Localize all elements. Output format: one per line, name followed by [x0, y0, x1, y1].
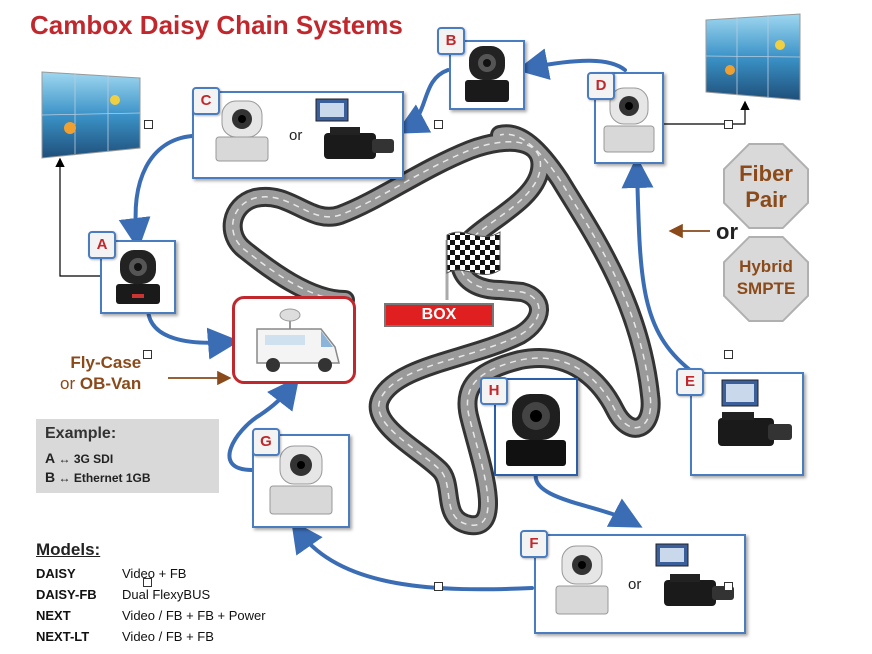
model-row: DAISY Video + FB [36, 566, 186, 587]
example-key: A [45, 450, 56, 466]
or-connector: or [716, 219, 738, 244]
output-arrow [55, 100, 750, 277]
camcorder-icon [718, 379, 792, 446]
anchor-square [434, 120, 443, 129]
node-a-label: A [88, 231, 116, 259]
anchor-square [144, 120, 153, 129]
example-key: B [45, 469, 56, 485]
ptz-camera-icon [116, 250, 160, 304]
page-title: Cambox Daisy Chain Systems [30, 10, 403, 40]
model-name: DAISY-FB [36, 587, 97, 602]
models-list: Models: DAISY Video + FB DAISY-FB Dual F… [36, 540, 266, 650]
pit-box-sign: BOX [384, 303, 494, 327]
model-desc: Video + FB [122, 566, 187, 581]
ptz-camera-icon [465, 46, 509, 102]
model-row: NEXT-LT Video / FB + FB [36, 629, 214, 650]
node-a-frame [100, 240, 176, 314]
node-f-or: or [628, 576, 642, 593]
model-desc: Dual FlexyBUS [122, 587, 211, 602]
fiber-pair-text: Fiber Pair [739, 161, 793, 212]
anchor-square [434, 582, 443, 591]
anchor-square [724, 582, 733, 591]
hybrid-smpte-text: Hybrid SMPTE [736, 257, 796, 298]
anchor-square [143, 350, 152, 359]
node-h-label: H [480, 377, 508, 405]
models-heading: Models: [36, 540, 101, 559]
race-track [222, 124, 661, 536]
example-desc: Ethernet 1GB [73, 471, 151, 485]
node-b-label: B [437, 27, 465, 55]
fly-case-text: Fly-Case [70, 353, 142, 372]
example-legend: Example: A ↔ 3G SDI B ↔ Ethernet 1GB [36, 419, 219, 493]
model-name: NEXT-LT [36, 629, 90, 644]
video-wall-icon [705, 13, 801, 101]
ptz-camera-icon [215, 100, 269, 162]
model-row: NEXT Video / FB + FB + Power [36, 608, 266, 629]
node-c-label: C [192, 87, 220, 115]
node-e-frame [690, 372, 804, 476]
example-row: A ↔ 3G SDI [45, 450, 113, 466]
ob-van-text: OB-Van [79, 374, 142, 393]
ptz-camera-icon [555, 545, 609, 615]
node-g-label: G [252, 428, 280, 456]
example-row: B ↔ Ethernet 1GB [45, 469, 151, 485]
node-d-label: D [587, 72, 615, 100]
node-e-label: E [676, 368, 704, 396]
ob-van-icon [256, 308, 340, 372]
model-desc: Video / FB + FB + Power [122, 608, 266, 623]
example-heading: Example: [45, 425, 117, 442]
ptz-camera-icon [506, 394, 566, 466]
model-desc: Video / FB + FB [122, 629, 214, 644]
video-wall-icon [41, 71, 141, 159]
chain-links [118, 48, 692, 592]
fly-case-label: Fly-Case or OB-Van [60, 352, 141, 394]
node-c-frame: or [192, 91, 404, 179]
checkered-flag-icon [445, 231, 501, 300]
ptz-camera-icon [603, 87, 655, 153]
brown-arrows [168, 223, 710, 386]
anchor-square [143, 578, 152, 587]
model-name: NEXT [36, 608, 71, 623]
ob-van-frame [232, 296, 356, 384]
fiber-pair-badge: Fiber Pair [725, 145, 807, 227]
camcorder-icon [315, 98, 394, 159]
example-arrow: ↔ [58, 471, 71, 485]
node-c-or: or [289, 127, 303, 144]
hybrid-smpte-badge: Hybrid SMPTE [725, 238, 807, 320]
model-name: DAISY [36, 566, 76, 581]
node-f-frame: or [534, 534, 746, 634]
ptz-camera-icon [269, 445, 333, 515]
anchor-square [724, 120, 733, 129]
node-f-label: F [520, 530, 548, 558]
fly-case-or: or [60, 374, 76, 393]
example-arrow: ↔ [58, 452, 71, 466]
anchor-square [724, 350, 733, 359]
example-desc: 3G SDI [73, 452, 114, 466]
model-row: DAISY-FB Dual FlexyBUS [36, 587, 210, 608]
node-h-frame [494, 378, 578, 476]
